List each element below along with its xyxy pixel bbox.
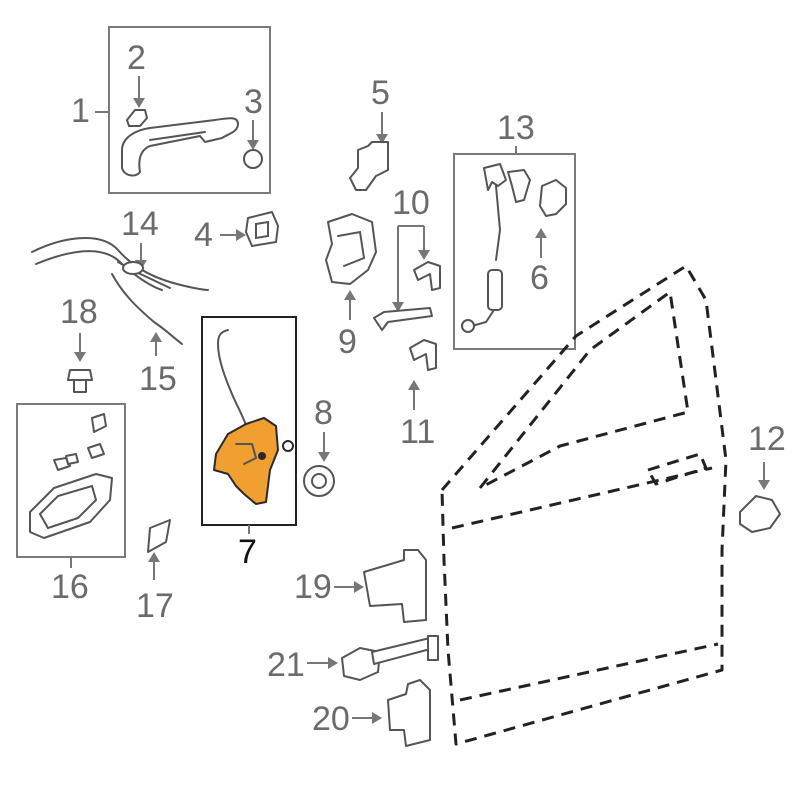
callout-5: 5 [371, 74, 390, 112]
leader-lines [70, 76, 770, 724]
callout-9: 9 [338, 323, 357, 361]
callout-19: 19 [294, 568, 332, 606]
callout-10: 10 [392, 184, 430, 222]
rod-assembly-13 [461, 163, 531, 333]
group-box-1 [108, 26, 271, 194]
bolt-18 [67, 369, 93, 393]
callout-8: 8 [314, 394, 333, 432]
rod-10b [373, 307, 433, 331]
handle-cap [243, 149, 263, 169]
latch-bracket [349, 141, 389, 191]
door-outline [440, 264, 728, 746]
callout-6: 6 [530, 259, 549, 297]
cables-14-15 [31, 237, 209, 345]
callout-11: 11 [400, 413, 435, 451]
rod-clip-11 [409, 339, 437, 371]
callout-4: 4 [194, 216, 213, 254]
handle-clip [126, 109, 148, 127]
handle-bracket [245, 211, 279, 247]
callout-15: 15 [139, 360, 177, 398]
door-lock-actuator-7 [213, 329, 294, 505]
rod-clip-10a [413, 261, 441, 291]
upper-hinge-19 [363, 549, 427, 623]
callout-3: 3 [244, 83, 263, 121]
trim-17 [147, 519, 171, 553]
callout-7: 7 [238, 533, 257, 571]
lock-assembly-9 [325, 213, 377, 285]
door-check-21 [341, 635, 439, 681]
callout-21: 21 [267, 646, 305, 684]
outer-door-handle [121, 117, 239, 177]
callout-16: 16 [51, 568, 89, 606]
grommet-8 [303, 465, 335, 497]
callout-17: 17 [136, 587, 174, 625]
callout-1: 1 [71, 92, 90, 130]
door-striker-12 [739, 495, 781, 533]
callout-2: 2 [127, 39, 146, 77]
group-box-13 [453, 153, 576, 350]
inner-handle-16 [29, 413, 113, 539]
callout-13: 13 [497, 109, 535, 147]
callout-12: 12 [748, 420, 786, 458]
lower-hinge-20 [387, 679, 431, 747]
callout-18: 18 [60, 293, 98, 331]
callout-14: 14 [121, 205, 159, 243]
callout-20: 20 [312, 700, 350, 738]
actuator-6 [539, 179, 567, 217]
